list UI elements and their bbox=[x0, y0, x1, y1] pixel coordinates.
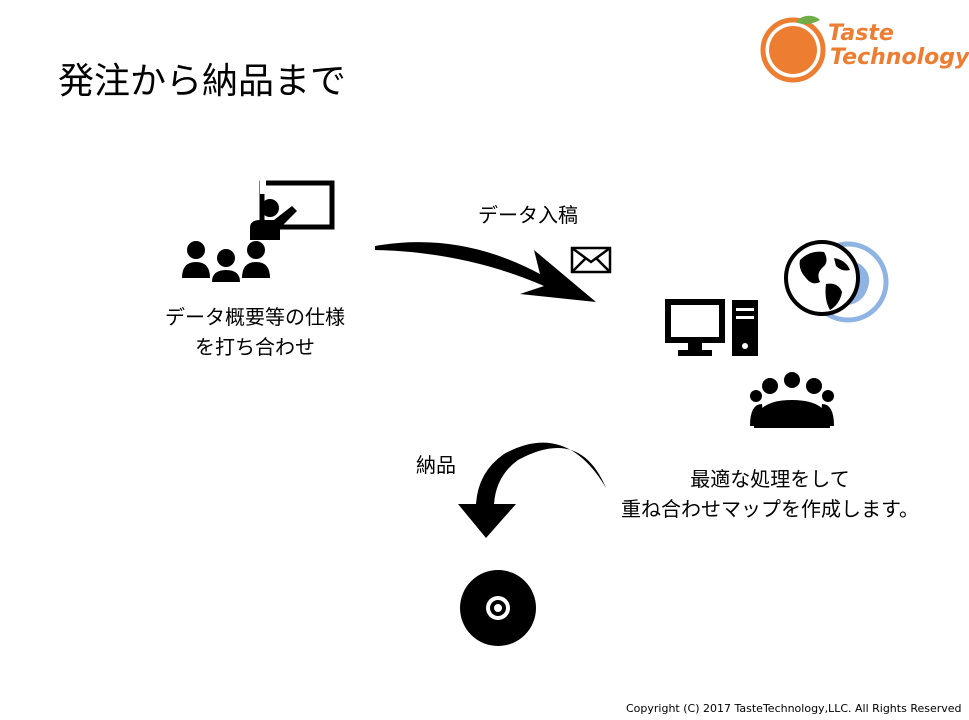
presentation-icon bbox=[250, 180, 335, 240]
data-submission-label: データ入稿 bbox=[478, 203, 578, 227]
meeting-icon bbox=[750, 372, 834, 428]
team-icon bbox=[182, 241, 270, 282]
copyright-text: Copyright (C) 2017 TasteTechnology,LLC. … bbox=[626, 702, 962, 715]
logo-text-line2: Technology bbox=[830, 45, 969, 70]
arrow-curved-down-icon bbox=[458, 442, 606, 538]
meeting-spec-label: データ概要等の仕様 を打ち合わせ bbox=[140, 302, 370, 362]
orange-logo-icon bbox=[760, 15, 826, 83]
processing-line2: 重ね合わせマップを作成します。 bbox=[621, 497, 919, 521]
processing-label: 最適な処理をして 重ね合わせマップを作成します。 bbox=[600, 464, 940, 524]
arrow-right-icon bbox=[375, 242, 596, 302]
computer-icon bbox=[665, 299, 758, 356]
disc-icon bbox=[460, 570, 536, 646]
globe-icon bbox=[784, 240, 889, 323]
meeting-spec-line2: を打ち合わせ bbox=[195, 335, 315, 359]
delivery-label: 納品 bbox=[416, 453, 456, 477]
company-logo: Taste Technology bbox=[758, 14, 969, 83]
processing-line1: 最適な処理をして bbox=[690, 467, 850, 491]
meeting-spec-line1: データ概要等の仕様 bbox=[165, 305, 345, 329]
envelope-icon bbox=[570, 246, 612, 274]
page-title: 発注から納品まで bbox=[58, 61, 347, 102]
logo-text-line1: Taste bbox=[828, 21, 894, 46]
